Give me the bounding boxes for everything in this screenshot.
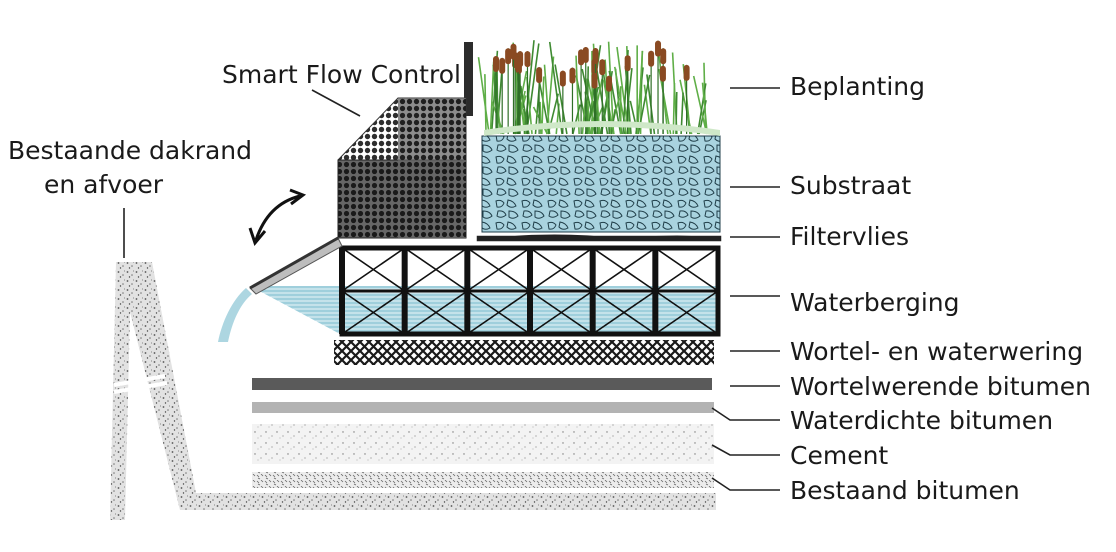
label-substrate: Substraat bbox=[790, 171, 912, 200]
cattail-head bbox=[499, 57, 506, 74]
cattail-head bbox=[659, 65, 666, 82]
grass-blade bbox=[643, 84, 652, 135]
waterproof-bitumen-layer bbox=[252, 402, 714, 413]
grass-blade bbox=[538, 80, 551, 135]
cattail-head bbox=[599, 59, 606, 76]
cattail-head bbox=[582, 46, 589, 63]
label-filter-fleece: Filtervlies bbox=[790, 222, 910, 251]
grass-blade bbox=[587, 100, 591, 135]
cattail-head bbox=[493, 56, 500, 73]
grass-blade bbox=[523, 40, 535, 135]
cattail-head bbox=[624, 55, 631, 72]
label-cement: Cement bbox=[790, 441, 889, 470]
cattail-head bbox=[569, 67, 576, 84]
cattail-head bbox=[591, 72, 598, 89]
grass-blade bbox=[532, 106, 549, 135]
label-root-water-barrier: Wortel- en waterwering bbox=[790, 337, 1084, 366]
cattail-head bbox=[655, 40, 662, 57]
label-existing-edge-line2: en afvoer bbox=[44, 170, 164, 199]
water-storage-crate bbox=[218, 245, 721, 342]
label-existing-edge-line1: Bestaande dakrand bbox=[8, 136, 253, 165]
filter-fleece-layer bbox=[476, 234, 722, 242]
cattail-head bbox=[515, 56, 522, 73]
crate-cell bbox=[464, 247, 531, 335]
label-waterproof-bitumen: Waterdichte bitumen bbox=[790, 406, 1054, 435]
plant-base bbox=[484, 121, 720, 136]
curved-double-arrow-icon bbox=[248, 188, 307, 247]
grass-blade bbox=[637, 74, 651, 135]
smart-flow-control-unit bbox=[249, 42, 473, 295]
label-existing-bitumen: Bestaand bitumen bbox=[790, 476, 1020, 505]
grass-blade bbox=[581, 78, 589, 135]
cattail-head bbox=[592, 48, 599, 65]
existing-roof-edge bbox=[110, 262, 716, 520]
label-planting: Beplanting bbox=[790, 72, 925, 101]
crate-cell bbox=[339, 247, 406, 335]
planting-layer bbox=[477, 40, 720, 136]
root-resistant-bitumen-layer bbox=[252, 378, 712, 390]
root-water-barrier-layer bbox=[334, 340, 714, 365]
cattail-head bbox=[648, 50, 655, 67]
grass-blade bbox=[477, 57, 490, 135]
cattail-head bbox=[536, 67, 543, 84]
crate-cell bbox=[527, 247, 594, 335]
label-leader-lines bbox=[123, 87, 780, 491]
label-water-storage: Waterberging bbox=[790, 288, 960, 317]
cattail-head bbox=[505, 48, 512, 65]
cattail-head bbox=[606, 75, 613, 92]
cattail-head bbox=[683, 64, 690, 81]
crate-cell bbox=[401, 247, 468, 335]
existing-bitumen-layer bbox=[252, 472, 714, 488]
crate-cell bbox=[589, 247, 656, 335]
grass-blade bbox=[584, 86, 600, 135]
substrate-layer bbox=[481, 135, 721, 233]
grass-blade bbox=[539, 101, 542, 135]
wall-break-mark bbox=[113, 374, 166, 387]
cattail-head bbox=[578, 49, 585, 66]
label-smart-flow-control: Smart Flow Control bbox=[222, 60, 461, 89]
grass-blade bbox=[572, 104, 581, 135]
cattail-head bbox=[559, 70, 566, 87]
cattail-head bbox=[510, 43, 517, 60]
cement-layer bbox=[252, 424, 714, 464]
wall-break-mark bbox=[113, 381, 168, 394]
label-root-resistant-bitumen: Wortelwerende bitumen bbox=[790, 372, 1091, 401]
cattail-head bbox=[524, 51, 531, 68]
cattail-head bbox=[660, 48, 667, 65]
crate-cell bbox=[652, 247, 719, 335]
